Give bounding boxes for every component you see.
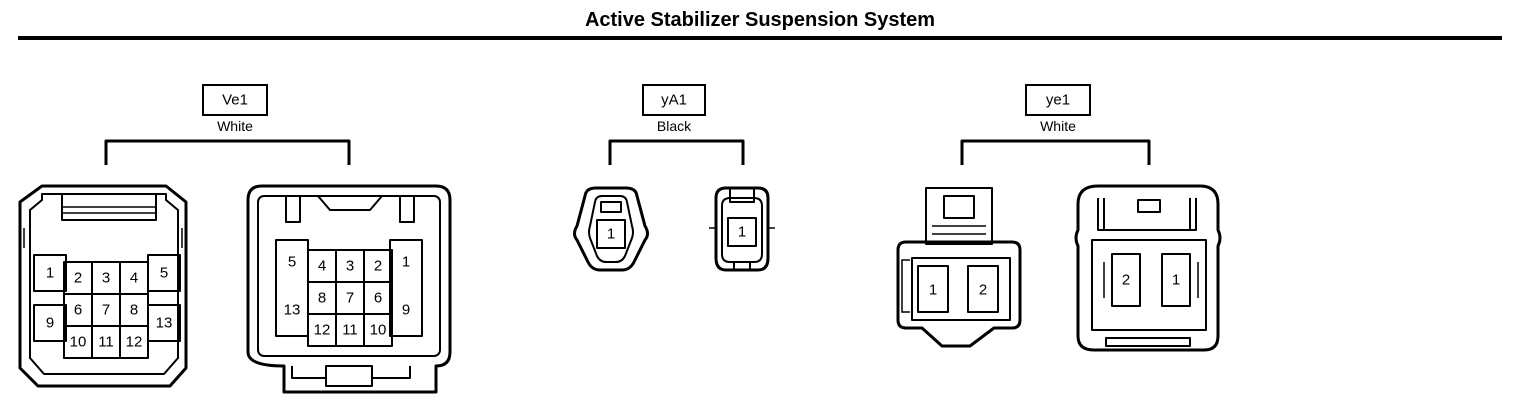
pin-label: 1: [607, 226, 615, 243]
pin-label: 5: [288, 254, 296, 271]
page-title: Active Stabilizer Suspension System: [584, 9, 936, 31]
pin-label: 9: [402, 302, 410, 319]
pin-label: 7: [102, 302, 110, 319]
pin-label: 4: [130, 270, 138, 287]
connector-ye1-view-b: 2 1: [1074, 184, 1222, 352]
pin-label: 1: [1172, 272, 1180, 289]
connector-label-ve1: Ve1 White: [104, 84, 351, 165]
pin-label: 12: [314, 322, 331, 339]
pin-label: 3: [102, 270, 110, 287]
connector-ve1-view-a: 1 2 3 4 5 6 7 8 9 10 11 12 13: [18, 184, 188, 388]
pin-label: 1: [738, 224, 746, 241]
pin-label: 2: [1122, 272, 1130, 289]
connector-id-text: yA1: [661, 92, 687, 109]
connector-bracket: [104, 139, 351, 165]
pin-label: 2: [979, 282, 987, 299]
pin-label: 9: [46, 315, 54, 332]
connector-label-ya1: yA1 Black: [608, 84, 745, 165]
pin-label: 5: [160, 265, 168, 282]
pin-label: 4: [318, 258, 326, 275]
pin-label: 2: [374, 258, 382, 275]
connector-ve1-view-b: 5 4 3 2 1 13 8 7 6 9 12 11 10: [246, 184, 452, 394]
title-rule: [18, 36, 1502, 40]
connector-bracket: [960, 139, 1151, 165]
pin-label: 1: [929, 282, 937, 299]
connector-color-text: White: [1040, 118, 1076, 134]
connector-id-box: [1025, 84, 1091, 116]
pin-label: 10: [370, 322, 387, 339]
pin-label: 13: [156, 315, 173, 332]
pin-label: 2: [74, 270, 82, 287]
connector-color-text: Black: [657, 118, 692, 134]
connector-color-text: White: [217, 118, 253, 134]
connector-label-ye1: ye1 White: [960, 84, 1151, 165]
pin-label: 8: [130, 302, 138, 319]
pin-label: 13: [284, 302, 301, 319]
pin-label: 6: [74, 302, 82, 319]
pin-label: 11: [342, 322, 358, 339]
connector-ye1-view-a: 1 2: [896, 187, 1022, 348]
connector-id-text: Ve1: [222, 92, 248, 109]
pin-label: 1: [46, 265, 54, 282]
connector-bracket: [608, 139, 745, 165]
pin-label: 10: [70, 334, 87, 351]
connector-id-box: [642, 84, 706, 116]
pin-label: 6: [374, 290, 382, 307]
pin-label: 8: [318, 290, 326, 307]
pin-label: 11: [98, 334, 114, 351]
connector-ya1-view-a: 1: [573, 186, 649, 272]
pin-label: 3: [346, 258, 354, 275]
pin-label: 1: [402, 254, 410, 271]
connector-id-text: ye1: [1046, 92, 1070, 109]
pin-label: 12: [126, 334, 143, 351]
connector-id-box: [202, 84, 268, 116]
pin-label: 7: [346, 290, 354, 307]
connector-ya1-view-b: 1: [709, 186, 775, 272]
